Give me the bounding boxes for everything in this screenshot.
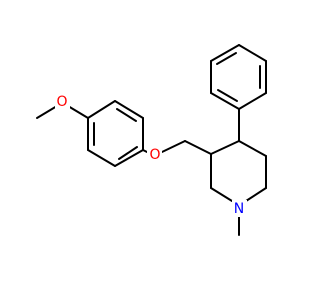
methoxy-oxygen-atom: O bbox=[55, 93, 70, 110]
bond bbox=[210, 44, 240, 62]
bond bbox=[210, 140, 240, 155]
bond bbox=[238, 92, 267, 110]
bond bbox=[67, 105, 89, 119]
bond bbox=[142, 149, 148, 153]
bond bbox=[114, 149, 144, 167]
bond bbox=[238, 140, 267, 157]
bond bbox=[114, 100, 144, 119]
atom-labels: O O N bbox=[55, 93, 247, 217]
bond bbox=[87, 149, 116, 167]
bond bbox=[210, 92, 240, 110]
atom-label: N bbox=[234, 201, 244, 217]
ether-oxygen-atom: O bbox=[147, 146, 162, 163]
bond bbox=[116, 108, 137, 122]
piperidine-nitrogen-atom: N bbox=[232, 200, 247, 217]
chemical-structure: O O N bbox=[36, 44, 267, 236]
bond bbox=[161, 140, 186, 153]
bond bbox=[238, 44, 267, 62]
bond bbox=[217, 89, 238, 102]
bond bbox=[118, 146, 138, 160]
bond bbox=[36, 105, 58, 119]
bond bbox=[216, 52, 237, 65]
bond-lines bbox=[36, 44, 267, 236]
bond bbox=[210, 187, 233, 202]
atom-label: O bbox=[149, 147, 160, 163]
bond bbox=[245, 187, 267, 202]
bond bbox=[184, 140, 212, 155]
atom-label: O bbox=[56, 94, 67, 110]
bond bbox=[87, 100, 116, 119]
